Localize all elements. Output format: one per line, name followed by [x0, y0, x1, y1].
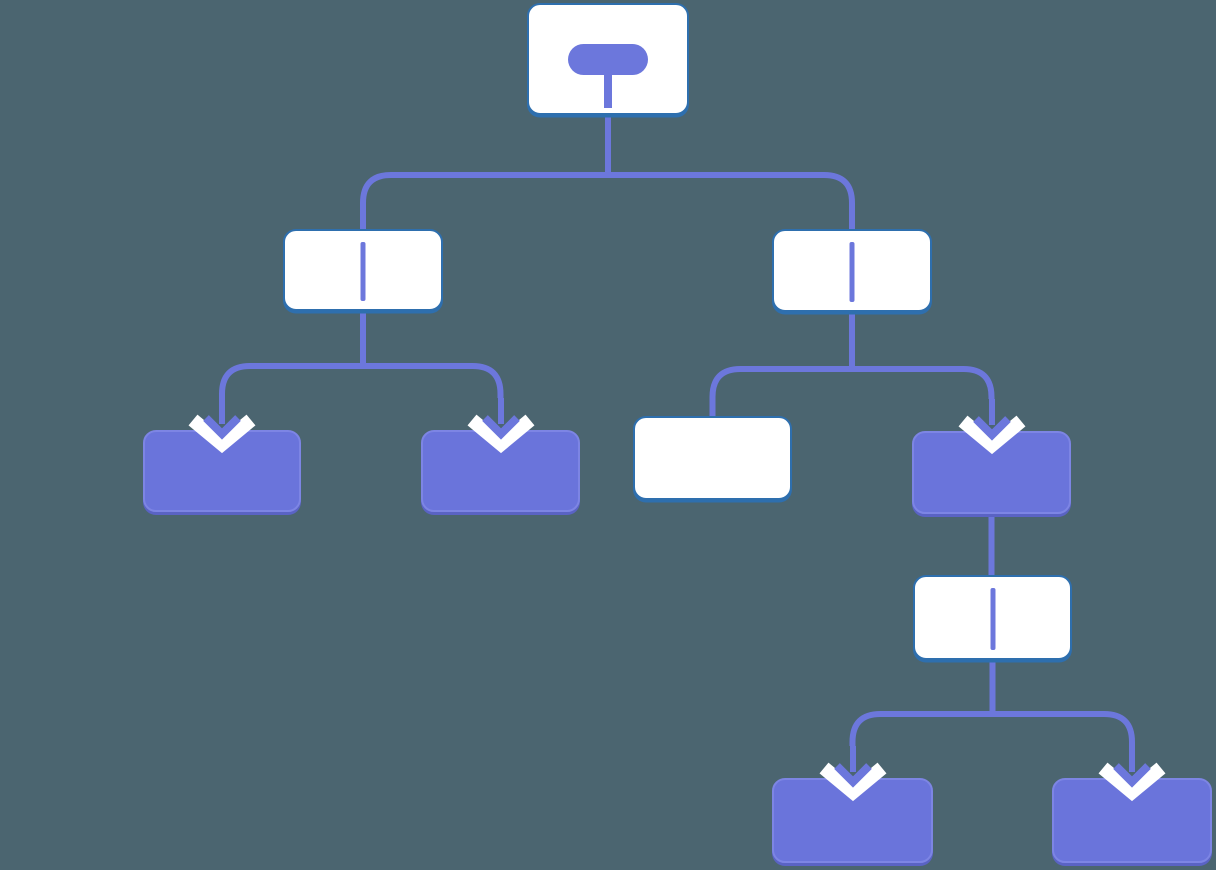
- node-leaf-2[interactable]: [421, 398, 580, 512]
- connector-edge: [849, 310, 995, 399]
- vertical-line-icon: [360, 242, 366, 301]
- connector-edge: [360, 113, 611, 232]
- node-leaf-1[interactable]: [143, 398, 301, 512]
- double-chevron-down-icon[interactable]: [958, 399, 1026, 459]
- double-chevron-down-icon[interactable]: [467, 398, 535, 458]
- vertical-line-icon: [990, 588, 995, 650]
- node-root[interactable]: [527, 3, 689, 115]
- connector-edge: [989, 658, 1135, 746]
- node-empty-1[interactable]: [633, 416, 792, 500]
- connector-edge: [605, 113, 855, 232]
- node-branch-left[interactable]: [283, 229, 443, 311]
- connector-edge: [709, 310, 855, 419]
- double-chevron-down-icon[interactable]: [819, 746, 887, 806]
- node-leaf-4[interactable]: [772, 746, 933, 863]
- pill-stem-icon: [568, 44, 648, 108]
- node-mid[interactable]: [913, 575, 1072, 660]
- node-leaf-5[interactable]: [1052, 746, 1212, 863]
- node-leaf-3[interactable]: [912, 399, 1071, 514]
- double-chevron-down-icon[interactable]: [188, 398, 256, 458]
- vertical-line-icon: [849, 242, 855, 302]
- node-branch-right[interactable]: [772, 229, 932, 312]
- connector-edge: [849, 658, 996, 746]
- double-chevron-down-icon[interactable]: [1098, 746, 1166, 806]
- connector-edge: [219, 309, 366, 398]
- connector-edge: [360, 309, 504, 398]
